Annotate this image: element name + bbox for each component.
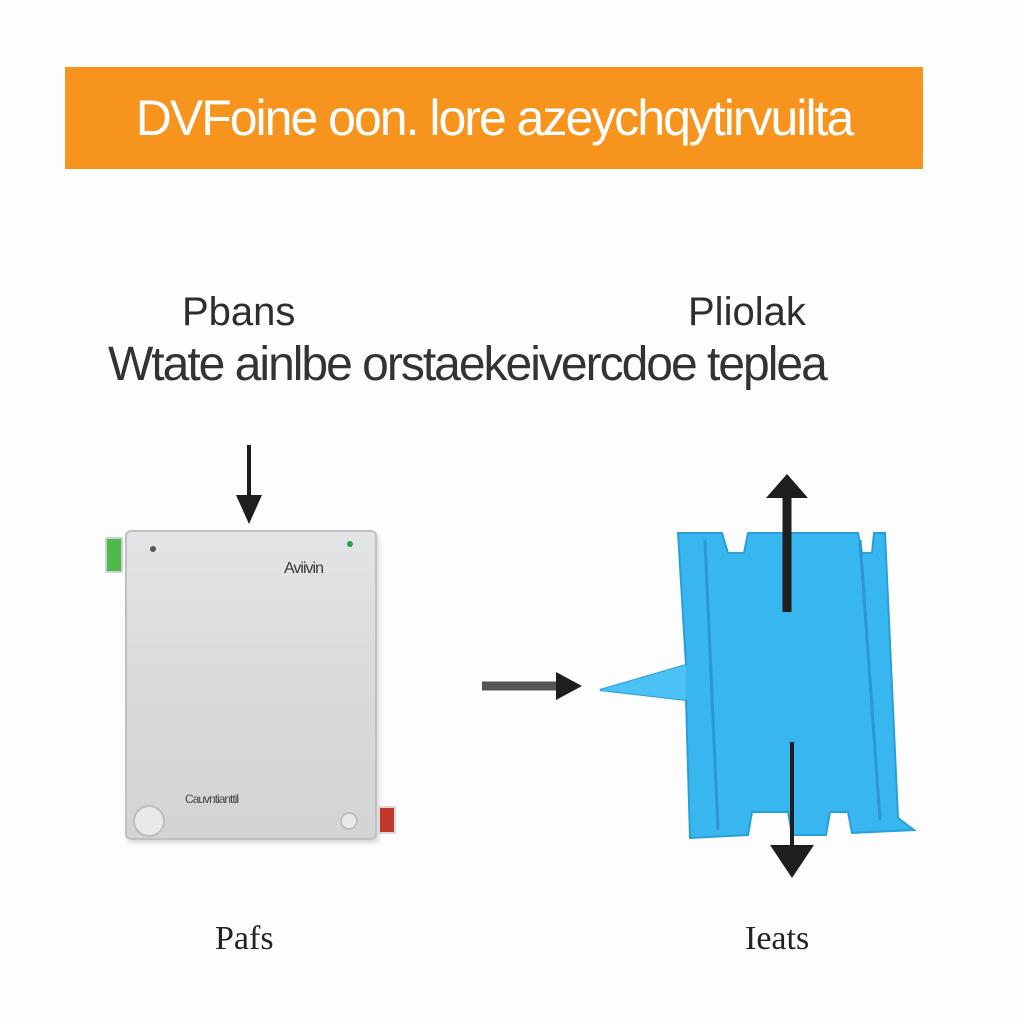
arrow-down-icon (236, 445, 262, 524)
banner-title: DVFoine oon. lore azeychqytirvuilta (135, 90, 854, 146)
device-indicator-dot-green (347, 541, 353, 547)
device-screw-icon (340, 812, 358, 830)
device-screw-icon (133, 805, 165, 837)
device-status-led-red (378, 806, 396, 834)
device-unit: Aviivin Cauvntianttil (125, 530, 377, 840)
diagram-subtitle: Wtate ainlbe orstaekeivercdoe teplea (108, 338, 828, 391)
arrow-down-icon (770, 742, 814, 878)
arrow-up-icon (766, 474, 808, 612)
left-column-heading: Pbans (182, 290, 296, 334)
right-column-heading: Pliolak (688, 290, 806, 334)
device-status-led-green (105, 537, 123, 573)
left-caption: Pafs (215, 920, 274, 957)
device-label-bottom: Cauvntianttil (185, 792, 239, 806)
device-label-top: Aviivin (284, 560, 324, 577)
right-caption: Ieats (745, 920, 810, 957)
device-indicator-dot (150, 546, 156, 552)
header-banner: DVFoine oon. lore azeychqytirvuilta (65, 67, 923, 169)
arrow-right-icon (482, 672, 582, 700)
blue-panel (599, 532, 917, 840)
